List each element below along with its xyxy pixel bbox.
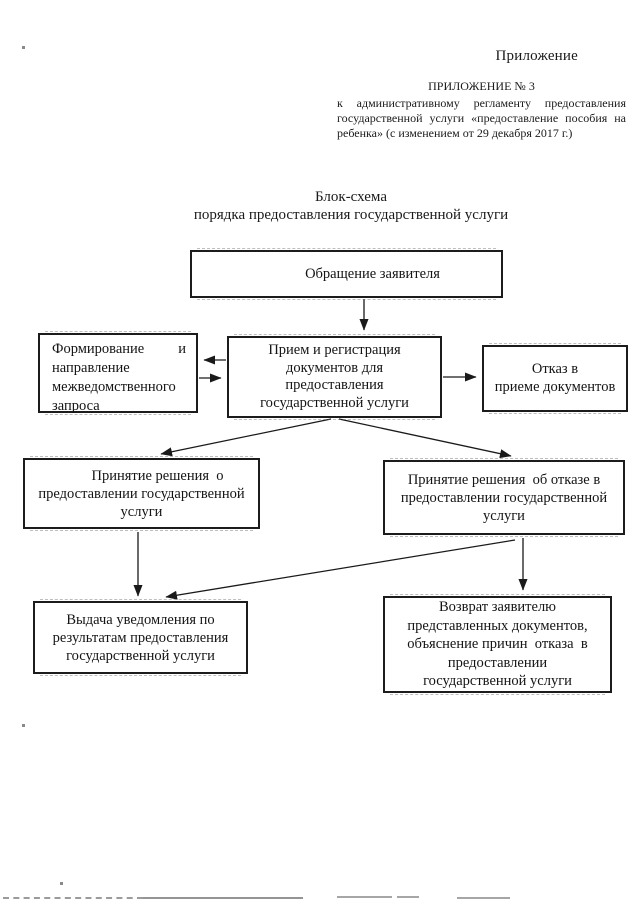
scan-artifact-speck <box>22 724 25 727</box>
scan-artifact-speck <box>60 882 63 885</box>
node-line: предоставлении государственной <box>400 489 608 506</box>
node-vozvrat-dokumentov: Возврат заявителю представленных докумен… <box>383 594 612 695</box>
node-line: государственной услуги <box>66 647 215 664</box>
node-line: государственной услуги <box>260 394 409 411</box>
scan-artifact-line <box>457 897 510 899</box>
appendix-line: к административному регламенту предостав… <box>337 96 626 110</box>
node-line: представленных документов, <box>407 617 588 634</box>
node-vydacha-uvedomleniya: Выдача уведомления по результатам предос… <box>33 599 248 676</box>
node-line: предоставления <box>285 377 384 393</box>
node-line: Принятие решения о <box>91 467 224 484</box>
scan-artifact-line <box>337 896 392 898</box>
corner-label: Приложение <box>495 48 578 64</box>
appendix-title: ПРИЛОЖЕНИЕ № 3 <box>428 79 535 93</box>
node-line: результатам предоставления <box>52 629 229 646</box>
node-line: услуги <box>120 503 163 520</box>
node-line: государственной услуги <box>423 673 572 690</box>
scan-artifact-line <box>3 897 143 899</box>
node-line: Выдача уведомления по <box>66 611 215 628</box>
node-obrashchenie-zayavitelya: Обращение заявителя <box>190 248 503 300</box>
node-line: запроса <box>52 398 100 414</box>
arrow-reshenie-otkaz-to-vydacha <box>165 539 516 600</box>
appendix-line: государственной услуги «предоставление п… <box>337 111 626 125</box>
node-line: услуги <box>483 507 525 524</box>
node-formirovanie-zaprosa: Формирование и направление межведомствен… <box>38 331 198 415</box>
scan-artifact-speck <box>22 46 25 49</box>
appendix-line: ребенка» (с изменением от 29 декабря 201… <box>337 126 573 140</box>
scan-artifact-line <box>143 897 303 899</box>
diagram-title: Блок-схема порядка предоставления госуда… <box>0 189 640 224</box>
node-line: межведомственного <box>52 379 176 395</box>
node-priem-i-registratsiya: Прием и регистрация документов для предо… <box>227 334 442 420</box>
node-line: направление <box>52 360 130 376</box>
node-reshenie-o-predostavlenii: Принятие решения о предоставлении госуда… <box>23 456 260 531</box>
diagram-title-line1: Блок-схема <box>315 189 387 205</box>
diagram-title-line2: порядка предоставления государственной у… <box>193 206 509 223</box>
node-line: приеме документов <box>494 378 616 395</box>
appendix-block: ПРИЛОЖЕНИЕ № 3 к административному регла… <box>337 79 626 141</box>
arrow-priem-to-reshenie-otkaz <box>338 418 512 459</box>
node-otkaz-v-prieme: Отказ в приеме документов <box>482 343 628 414</box>
node-line: Отказ в <box>531 361 579 377</box>
node-reshenie-ob-otkaze: Принятие решения об отказе в предоставле… <box>383 458 625 537</box>
node-line: предоставлении <box>447 654 548 671</box>
node-line: Формирование и <box>52 341 186 357</box>
node-line: Возврат заявителю <box>438 599 557 616</box>
node-line: Принятие решения об отказе в <box>407 471 601 488</box>
arrow-priem-to-reshenie-o <box>160 418 332 457</box>
node-line: объяснение причин отказа в <box>407 636 588 653</box>
scan-artifact-line <box>397 896 419 898</box>
node-line: Обращение заявителя <box>305 266 440 282</box>
node-line: Прием и регистрация <box>268 342 401 358</box>
node-line: предоставлении государственной <box>38 485 245 502</box>
node-line: документов для <box>285 359 384 376</box>
